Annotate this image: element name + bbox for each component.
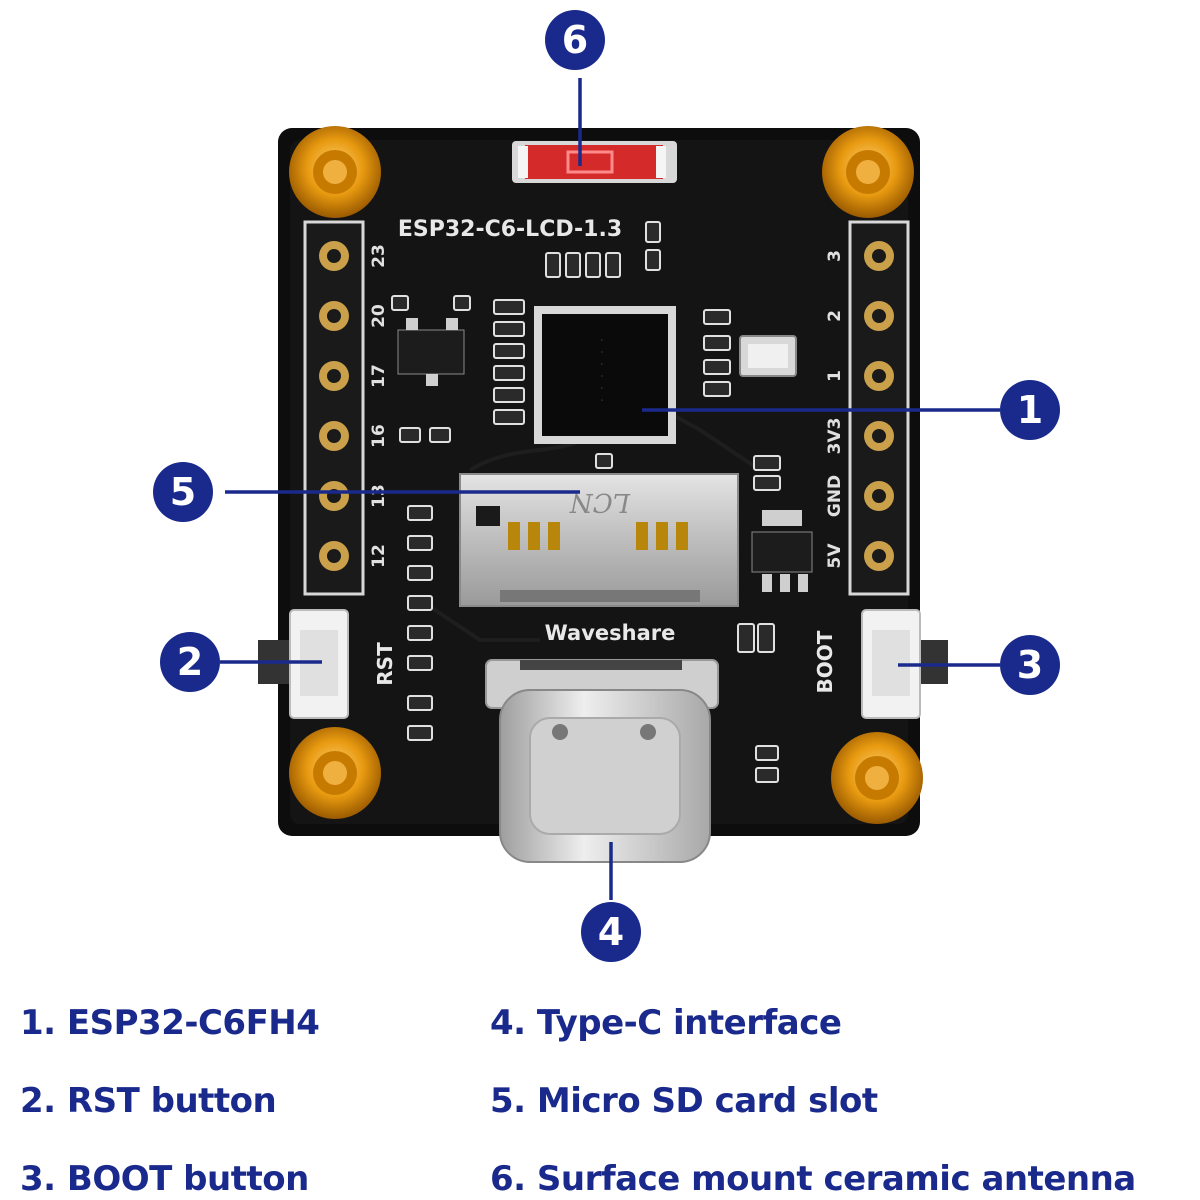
boot-label-silkscreen: BOOT (813, 630, 837, 693)
right-pin-header: 3 2 1 3V3 GND 5V (825, 220, 910, 596)
callout-badge-2: 2 (160, 632, 220, 692)
legend-item-2: 2. RST button (20, 1081, 277, 1121)
callout-number-6: 6 (562, 18, 588, 62)
pin-label-right-6: 5V (825, 543, 845, 569)
brand-silkscreen: Waveshare (545, 621, 676, 645)
legend-item-6: 6. Surface mount ceramic antenna (490, 1159, 1136, 1199)
callout-badge-4: 4 (581, 902, 641, 962)
crystal-oscillator (739, 335, 797, 377)
mounting-hole-bottom-right (831, 732, 923, 824)
rst-label-silkscreen: RST (373, 642, 397, 686)
callout-badge-1: 1 (1000, 380, 1060, 440)
pin-label-left-4: 16 (369, 424, 389, 448)
rst-button (258, 609, 349, 719)
board-title-silkscreen: ESP32-C6-LCD-1.3 (398, 217, 622, 242)
callout-badge-6: 6 (545, 10, 605, 70)
left-pin-header: 23 20 17 16 13 12 (303, 220, 389, 596)
callout-number-5: 5 (170, 470, 196, 514)
mounting-hole-top-right (822, 126, 914, 218)
board-diagram: ESP32-C6-LCD-1.3 23 20 17 16 13 12 (153, 10, 1060, 962)
smd-components (391, 221, 781, 783)
right-pin-pads (864, 241, 894, 571)
pin-label-right-5: GND (825, 475, 845, 517)
legend-item-3: 3. BOOT button (20, 1159, 309, 1199)
pin-label-right-1: 3 (825, 250, 845, 262)
callout-badge-3: 3 (1000, 635, 1060, 695)
boot-button (861, 609, 948, 719)
mosfet (751, 510, 813, 592)
usb-type-c-connector (485, 659, 719, 863)
pin-label-right-2: 2 (825, 310, 845, 322)
left-pin-pads (319, 241, 349, 571)
pin-label-left-1: 23 (369, 244, 389, 268)
callout-lines (220, 78, 1000, 900)
ceramic-antenna (512, 141, 677, 183)
legend: 1. ESP32-C6FH4 2. RST button 3. BOOT but… (0, 985, 1200, 1200)
pin-label-right-3: 1 (825, 370, 845, 382)
callout-number-4: 4 (598, 910, 624, 954)
pin-label-left-5: 13 (369, 484, 389, 508)
legend-item-1: 1. ESP32-C6FH4 (20, 1003, 320, 1043)
callout-badge-5: 5 (153, 462, 213, 522)
pin-label-left-6: 12 (369, 544, 389, 568)
pin-label-left-3: 17 (369, 364, 389, 388)
mounting-hole-top-left (289, 126, 381, 218)
callout-number-3: 3 (1017, 643, 1043, 687)
pin-label-left-2: 20 (369, 304, 389, 328)
voltage-regulator (397, 318, 465, 386)
legend-item-4: 4. Type-C interface (490, 1003, 842, 1043)
callout-number-1: 1 (1017, 388, 1043, 432)
callout-number-2: 2 (177, 640, 203, 684)
esp32-c6-chip: · · · · · · (534, 306, 676, 444)
mounting-hole-bottom-left (289, 727, 381, 819)
legend-item-5: 5. Micro SD card slot (490, 1081, 878, 1121)
micro-sd-slot: LCN (459, 473, 739, 607)
pin-label-right-4: 3V3 (825, 418, 845, 455)
svg-text:· · · · · ·: · · · · · · (597, 337, 608, 403)
